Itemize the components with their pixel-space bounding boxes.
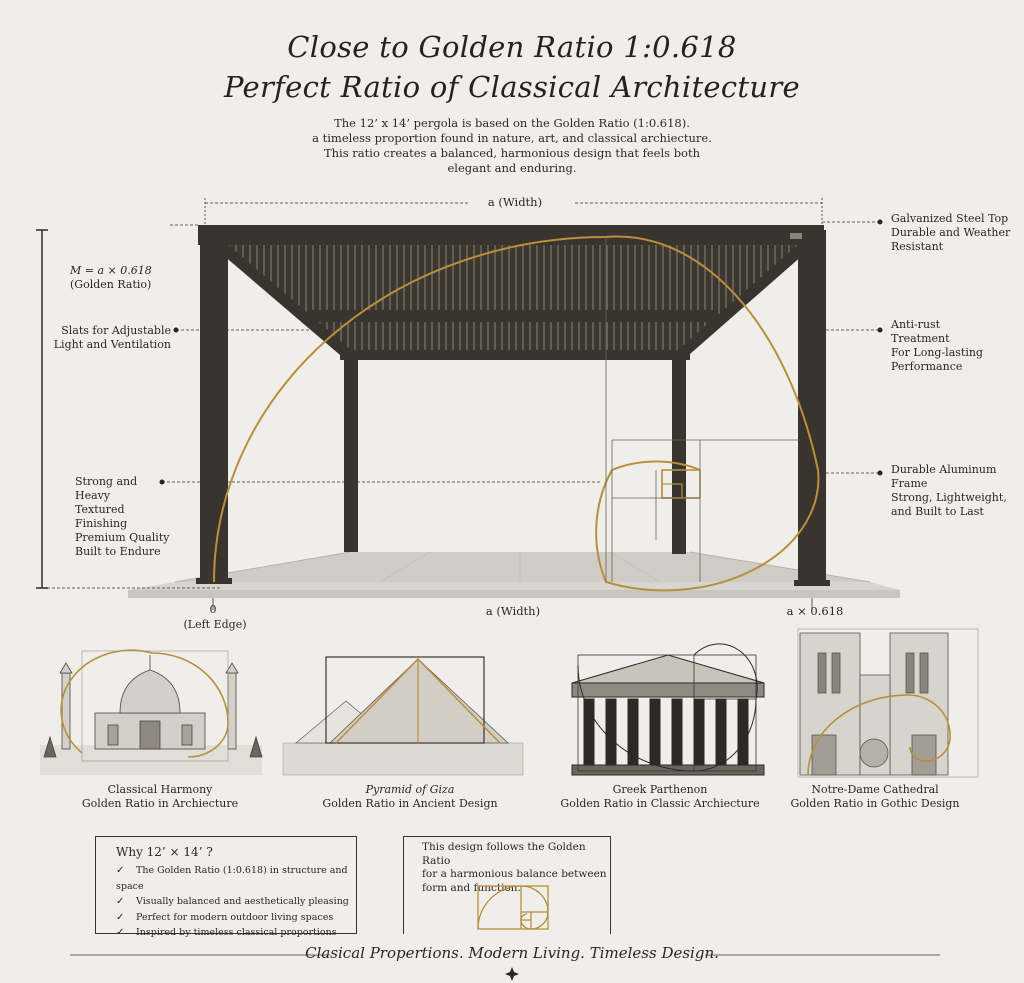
feature-line: Frame <box>891 477 928 490</box>
check-icon: ✓ <box>116 865 125 876</box>
why-box: Why 12’ × 14’ ? ✓The Golden Ratio (1:0.6… <box>95 836 357 938</box>
feature-line: and Built to Last <box>891 505 984 518</box>
golden-spiral-icon <box>477 885 549 930</box>
pyramid-illustration <box>282 658 524 776</box>
feature-line: Durable and Weather <box>891 226 1011 239</box>
width-label-bottom: a (Width) <box>485 604 541 618</box>
feature-line: Treatment <box>891 332 950 345</box>
example-notre-dame: Notre-Dame Cathedral Golden Ratio in Got… <box>775 783 975 811</box>
example-subtitle: Golden Ratio in Classic Archiecture <box>560 797 760 810</box>
notre-dame-illustration <box>799 632 949 776</box>
pyramid-golden <box>325 656 501 744</box>
title-line-2: Perfect Ratio of Classical Architecture <box>224 70 800 104</box>
example-pyramid: Pyramid of Giza Golden Ratio in Ancient … <box>310 783 510 811</box>
feature-line: For Long-lasting <box>891 346 983 359</box>
pergola-diagram <box>36 198 900 610</box>
feature-line: Performance <box>891 360 963 373</box>
parthenon-golden <box>577 643 758 772</box>
intro-line: This ratio creates a balanced, harmoniou… <box>323 146 701 160</box>
feature-line: Slats for Adjustable <box>61 324 171 337</box>
example-title: Classical Harmony <box>107 783 213 796</box>
footer-ornament <box>70 954 940 981</box>
design-line: form and function. <box>422 881 521 894</box>
callout-leaders <box>159 219 883 485</box>
feature-line: Strong and Heavy <box>75 475 138 502</box>
feature-finishing: Strong and Heavy Textured Finishing Prem… <box>75 475 175 559</box>
check-icon: ✓ <box>116 927 125 938</box>
deck-floor <box>128 551 900 598</box>
ratio-label: a × 0.618 <box>786 604 844 618</box>
example-subtitle: Golden Ratio in Ancient Design <box>322 797 498 810</box>
footer-tagline: Clasical Propertions. Modern Living. Tim… <box>305 944 719 962</box>
feature-line: Premium Quality <box>75 531 170 544</box>
why-item: ✓ Perfect for modern outdoor living space… <box>116 910 356 926</box>
feature-anti-rust: Anti-rust Treatment For Long-lasting Per… <box>891 318 1021 374</box>
roof-slats <box>217 241 811 353</box>
m-formula: M = a × 0.618 <box>70 264 152 277</box>
dimension-lines <box>36 198 823 610</box>
feature-galvanized: Galvanized Steel Top Durable and Weather… <box>891 212 1021 254</box>
notre-dame-golden <box>797 628 979 778</box>
example-title: Greek Parthenon <box>612 783 708 796</box>
parthenon-illustration <box>571 654 765 776</box>
example-title: Pyramid of Giza <box>365 783 455 796</box>
back-frame <box>310 310 718 554</box>
why-item: ✓ Visually balanced and aesthetically ple… <box>116 894 356 910</box>
taj-mahal-illustration <box>40 655 263 775</box>
golden-rectangles <box>605 237 800 582</box>
feature-aluminum: Durable Aluminum Frame Strong, Lightweig… <box>891 463 1021 519</box>
feature-line: Durable Aluminum <box>891 463 997 476</box>
why-item-text: Inspired by timeless classical proportio… <box>136 927 337 938</box>
why-item: ✓ Inspired by timeless classical proporti… <box>116 925 356 941</box>
why-item-text: The Golden Ratio (1:0.618) in structure … <box>116 865 348 892</box>
why-list: ✓The Golden Ratio (1:0.618) in structure… <box>116 863 356 941</box>
design-box: This design follows the Golden Ratio for… <box>403 836 611 934</box>
check-icon: ✓ <box>116 896 125 907</box>
example-subtitle: Golden Ratio in Gothic Design <box>790 797 960 810</box>
golden-ratio-label: (Golden Ratio) <box>70 278 152 291</box>
taj-mahal-golden <box>60 649 229 762</box>
design-line: This design follows the Golden Ratio <box>422 841 586 867</box>
example-taj-mahal: Classical Harmony Golden Ratio in Archie… <box>60 783 260 811</box>
feature-slats: Slats for Adjustable Light and Ventilati… <box>40 324 171 352</box>
intro-line: The 12’ x 14’ pergola is based on the Go… <box>334 116 690 130</box>
zero-label: 0 <box>209 603 217 616</box>
front-frame <box>196 225 830 586</box>
left-edge-label: (Left Edge) <box>183 618 247 631</box>
why-title: Why 12’ × 14’ ? <box>116 845 213 859</box>
why-item-text: Visually balanced and aesthetically plea… <box>136 896 349 907</box>
example-subtitle: Golden Ratio in Archiecture <box>81 797 239 810</box>
intro-line: elegant and enduring. <box>447 161 577 175</box>
design-line: for a harmonious balance between <box>422 868 607 880</box>
design-text: This design follows the Golden Ratio for… <box>422 841 610 895</box>
intro-text: The 12’ x 14’ pergola is based on the Go… <box>312 116 712 176</box>
example-title: Notre-Dame Cathedral <box>811 783 939 796</box>
feature-line: Textured Finishing <box>75 503 128 530</box>
feature-line: Light and Ventilation <box>53 338 171 351</box>
architecture-examples <box>40 628 979 778</box>
feature-line: Built to Endure <box>75 545 161 558</box>
why-item: ✓The Golden Ratio (1:0.618) in structure… <box>116 863 356 894</box>
feature-line: Anti-rust <box>891 318 941 331</box>
feature-line: Galvanized Steel Top <box>891 212 1009 225</box>
feature-line: Resistant <box>891 240 944 253</box>
title-line-1: Close to Golden Ratio 1:0.618 <box>287 30 737 64</box>
why-item-text: Perfect for modern outdoor living spaces <box>136 911 334 923</box>
check-icon: ✓ <box>116 911 125 923</box>
width-label-top: a (Width) <box>487 195 543 209</box>
intro-line: a timeless proportion found in nature, a… <box>312 131 712 145</box>
feature-line: Strong, Lightweight, <box>891 491 1007 504</box>
m-formula-block: M = a × 0.618 (Golden Ratio) <box>70 264 170 292</box>
example-parthenon: Greek Parthenon Golden Ratio in Classic … <box>560 783 760 811</box>
